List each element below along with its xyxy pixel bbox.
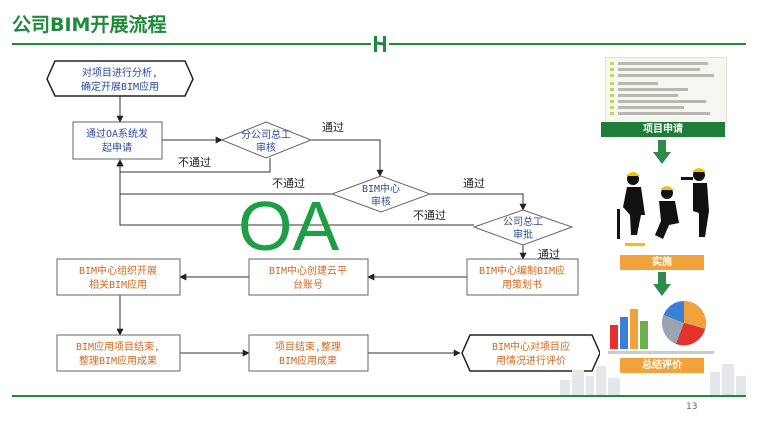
create-account-line-2: 台账号 bbox=[293, 278, 323, 291]
submit-box bbox=[72, 121, 163, 160]
label-fail-1: 不通过 bbox=[178, 156, 211, 169]
evaluate-line-2: 用情况进行评价 bbox=[496, 354, 566, 367]
evaluate-line-1: BIM中心对项目应 bbox=[492, 340, 570, 353]
submit-line-2: 起申请 bbox=[102, 141, 132, 154]
workers-silhouette-icon bbox=[617, 168, 709, 246]
app-end-line-2: 整理BIM应用成果 bbox=[79, 354, 157, 367]
evaluate-terminator bbox=[461, 334, 600, 372]
stage-implement-label: 实施 bbox=[620, 255, 704, 270]
bim-review-line-1: BIM中心 bbox=[362, 182, 400, 195]
branch-review-line-2: 审核 bbox=[256, 141, 276, 154]
company-approval-line-1: 公司总工 bbox=[503, 215, 543, 228]
project-end-line-2: BIM应用成果 bbox=[279, 354, 337, 367]
edge-branch-pass bbox=[311, 139, 384, 177]
stage-summary-label: 总结评价 bbox=[620, 358, 704, 373]
footer-divider bbox=[12, 395, 746, 397]
page-title: 公司BIM开展流程 bbox=[12, 14, 167, 36]
down-arrow-icon bbox=[653, 272, 671, 296]
project-end-line-1: 项目结束,整理 bbox=[275, 340, 341, 353]
compile-plan-line-2: 用策划书 bbox=[502, 278, 542, 291]
company-logo-icon bbox=[371, 34, 389, 54]
label-fail-3: 不通过 bbox=[413, 209, 446, 222]
flowchart: OA 对项目进行分析, 确定开展BIM应用 通过OA系统发 起申请 分公司总工 … bbox=[46, 60, 600, 372]
app-end-box bbox=[56, 334, 181, 372]
city-skyline-decoration bbox=[560, 364, 746, 395]
label-fail-2: 不通过 bbox=[272, 177, 305, 190]
page-number: 13 bbox=[686, 402, 698, 412]
create-account-box bbox=[248, 258, 369, 296]
organize-line-1: BIM中心组织开展 bbox=[79, 264, 157, 277]
label-pass-3: 通过 bbox=[538, 248, 560, 261]
edge-company-fail bbox=[116, 159, 474, 226]
label-pass-2: 通过 bbox=[463, 177, 485, 190]
organize-line-2: 相关BIM应用 bbox=[89, 278, 147, 291]
app-end-line-1: BIM应用项目结束, bbox=[76, 340, 160, 353]
application-form-thumbnail bbox=[605, 57, 727, 123]
oa-watermark: OA bbox=[238, 187, 339, 265]
branch-review-line-1: 分公司总工 bbox=[241, 128, 291, 141]
label-pass-1: 通过 bbox=[322, 121, 344, 134]
branch-review-diamond bbox=[220, 121, 313, 159]
project-end-box bbox=[248, 334, 369, 372]
edge-bim-pass bbox=[430, 193, 527, 211]
stage-apply-label: 项目申请 bbox=[601, 122, 725, 137]
start-line-2: 确定开展BIM应用 bbox=[81, 80, 159, 93]
create-account-line-1: BIM中心创建云平 bbox=[269, 264, 347, 277]
bim-review-line-2: 审核 bbox=[371, 195, 391, 208]
compile-plan-box bbox=[466, 258, 579, 296]
submit-line-1: 通过OA系统发 bbox=[86, 127, 148, 140]
company-approval-line-2: 审批 bbox=[513, 228, 533, 241]
down-arrow-icon bbox=[653, 140, 671, 164]
start-line-1: 对项目进行分析, bbox=[82, 66, 158, 79]
pie-chart-report-icon bbox=[608, 301, 714, 354]
start-terminator bbox=[46, 60, 194, 97]
organize-box bbox=[56, 258, 181, 296]
bim-review-diamond bbox=[330, 175, 432, 213]
compile-plan-line-1: BIM中心编制BIM应 bbox=[479, 264, 565, 277]
company-approval-diamond bbox=[472, 209, 574, 246]
